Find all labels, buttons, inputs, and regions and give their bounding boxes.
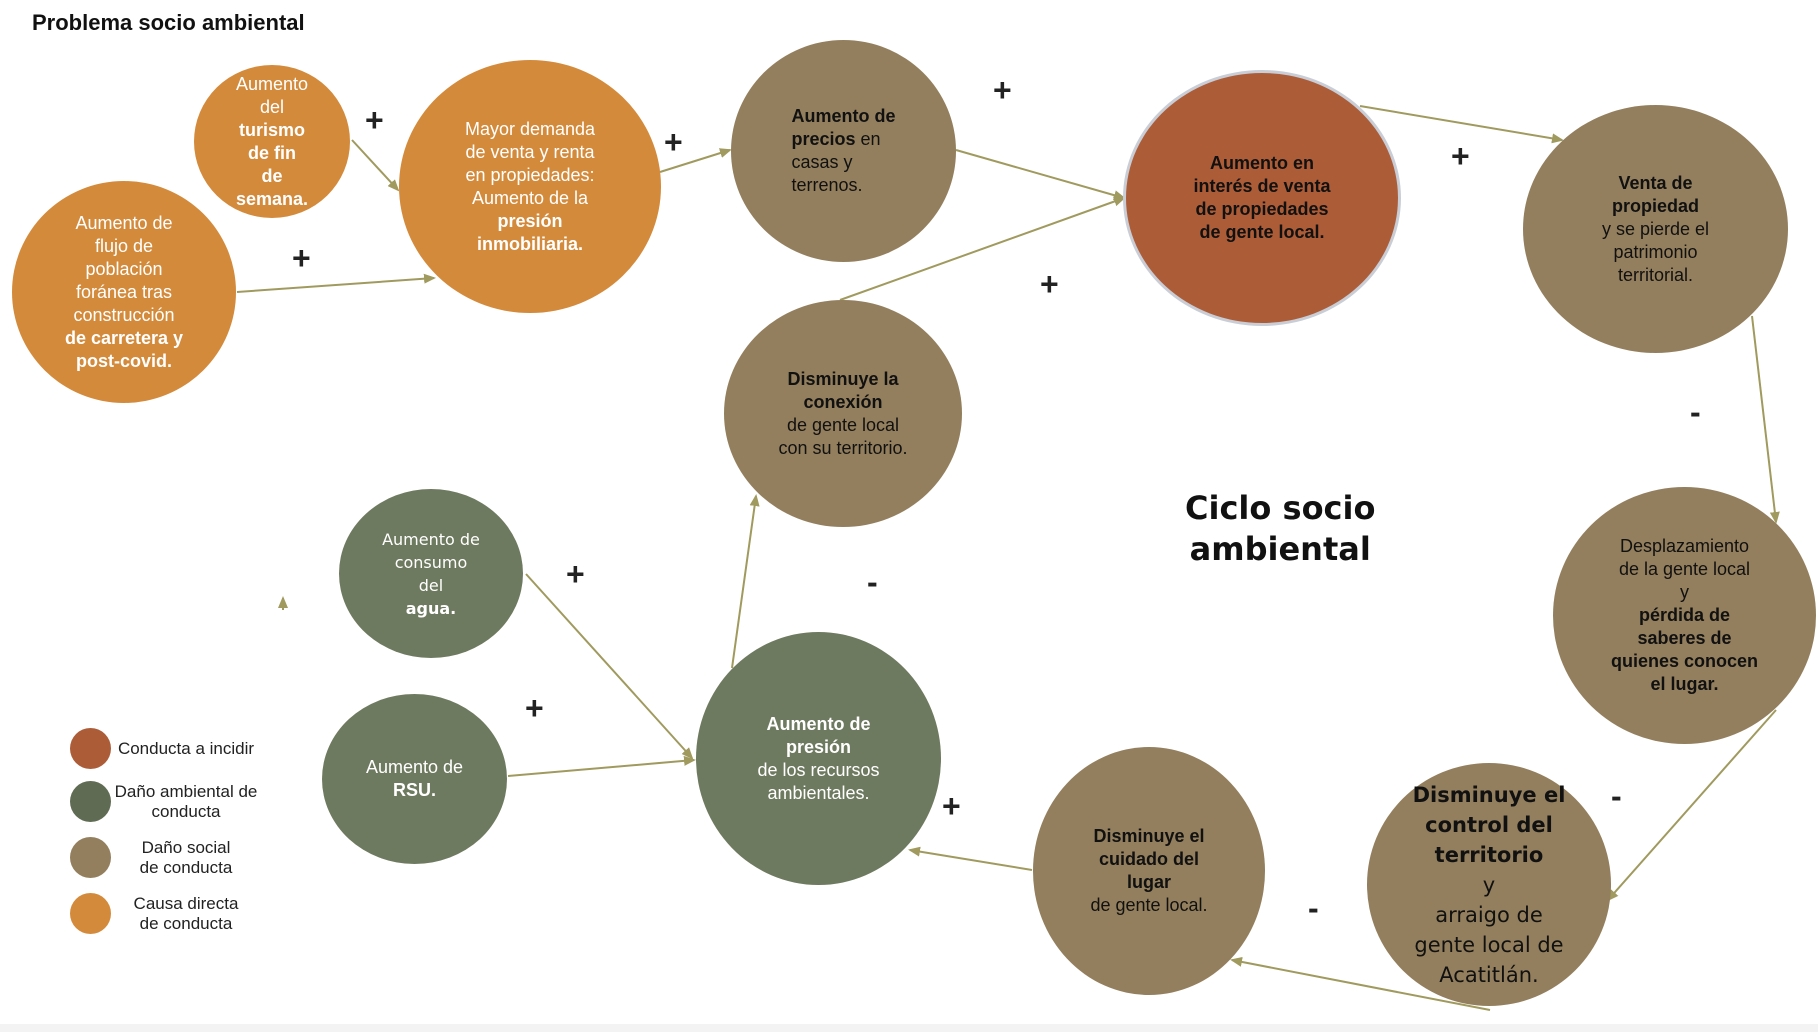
sign-rsu-presion: +	[525, 690, 544, 726]
arrow-agua-presion	[525, 573, 694, 760]
legend-item-dano-ambiental: Daño ambiental de conducta	[70, 781, 261, 822]
sign-venta-desplazamiento: -	[1690, 394, 1701, 430]
node-desplazamiento: Desplazamiento de la gente local y pérdi…	[1553, 487, 1816, 744]
node-mayor-demanda: Mayor demanda de venta y renta en propie…	[399, 60, 661, 313]
arrow-demanda-precios	[659, 148, 732, 173]
legend-swatch	[70, 837, 111, 878]
sign-turismo-demanda: +	[365, 102, 384, 138]
cycle-label: Ciclo socio ambiental	[1185, 489, 1376, 568]
arrow-flujo-demanda	[236, 273, 436, 293]
page-title: Problema socio ambiental	[32, 10, 305, 35]
sign-interes-venta: +	[1451, 138, 1470, 174]
sign-cuidado-presion: +	[942, 788, 961, 824]
legend-swatch	[70, 781, 111, 822]
arrow-control-cuidado	[1230, 956, 1491, 1011]
node-venta-propiedad: Venta de propiedad y se pierde el patrim…	[1523, 105, 1788, 353]
node-disminuye-cuidado: Disminuye el cuidado del lugar de gente …	[1033, 747, 1265, 995]
legend-item-dano-social: Daño social de conducta	[70, 837, 261, 878]
arrow-interes-venta	[1359, 105, 1564, 144]
sign-precios-interes: +	[993, 72, 1012, 108]
arrow-rsu-presion	[507, 755, 696, 777]
arrow-desplazamiento-control	[1606, 709, 1777, 902]
sign-presion-conexion: -	[867, 564, 878, 600]
node-turismo: Aumento del turismo de fin de semana.	[194, 65, 350, 218]
node-consumo-agua: Aumento de consumo del agua.	[339, 489, 523, 658]
node-disminuye-conexion: Disminuye la conexión de gente local con…	[724, 300, 962, 527]
legend-swatch	[70, 728, 111, 769]
sign-desplazamiento-control: -	[1611, 778, 1622, 814]
node-aumento-precios: Aumento de precios en casas y terrenos.	[731, 40, 956, 262]
arrow-venta-desplazamiento	[1751, 315, 1780, 524]
sign-conexion-interes: +	[1040, 266, 1059, 302]
node-flujo-poblacion: Aumento de flujo de población foránea tr…	[12, 181, 236, 403]
arrow-presion-conexion	[731, 494, 760, 669]
sign-agua-presion: +	[566, 556, 585, 592]
sign-demanda-precios: +	[664, 124, 683, 160]
arrow-conexion-interes	[839, 196, 1126, 301]
legend-item-conducta-incidir: Conducta a incidir	[70, 728, 261, 769]
legend-swatch	[70, 893, 111, 934]
sign-control-cuidado: -	[1308, 890, 1319, 926]
node-disminuye-control: Disminuye el control del territorio y ar…	[1367, 763, 1611, 1006]
sign-flujo-demanda: +	[292, 240, 311, 276]
node-aumento-rsu: Aumento de RSU.	[322, 694, 507, 864]
node-aumento-interes-venta: Aumento en interés de venta de propiedad…	[1123, 70, 1401, 326]
arrow-turismo-demanda	[351, 139, 400, 192]
bottom-band	[0, 1024, 1818, 1032]
arrow-cuidado-presion	[908, 846, 1033, 871]
arrow-precios-interes	[955, 149, 1126, 201]
node-presion-recursos: Aumento de presión de los recursos ambie…	[696, 632, 941, 885]
legend-item-causa-directa: Causa directa de conducta	[70, 893, 261, 934]
